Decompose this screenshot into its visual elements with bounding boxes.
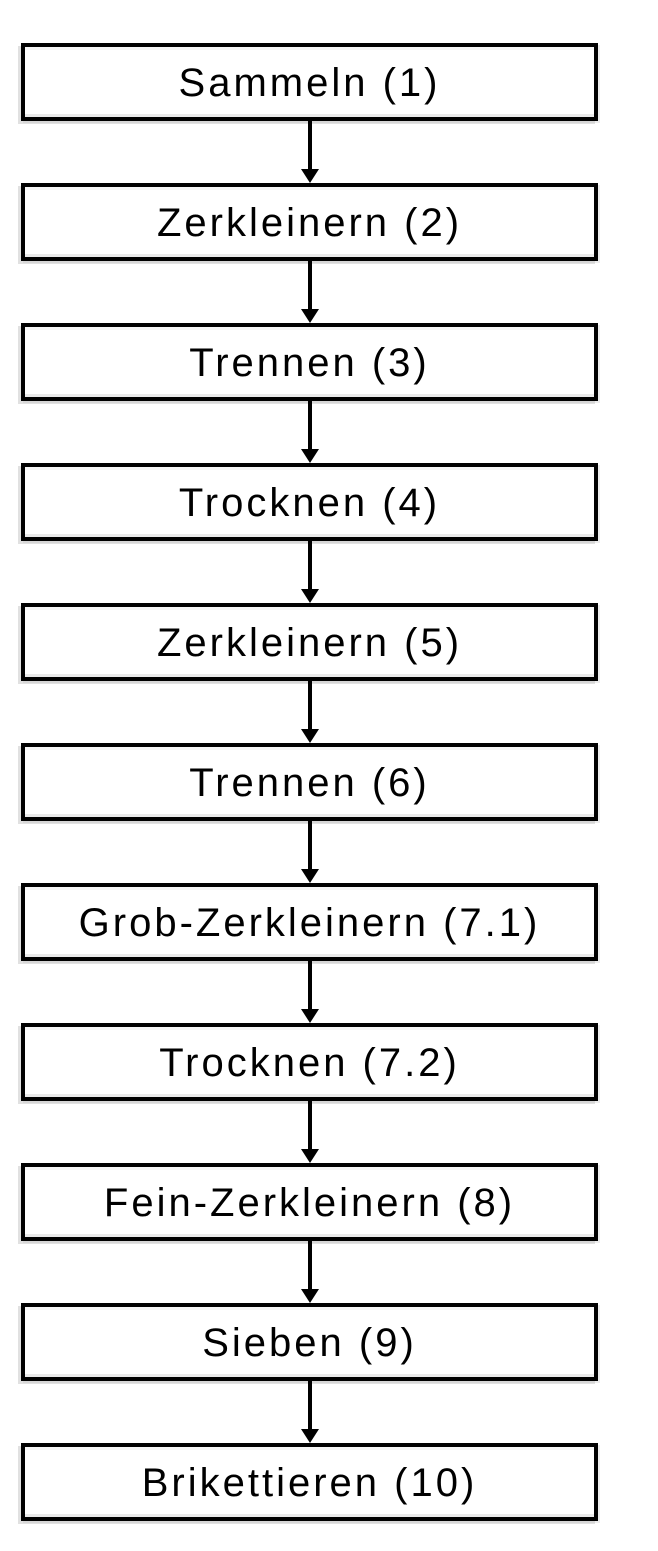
flow-step-label: Sieben (9) (202, 1320, 417, 1365)
arrow-down-icon (300, 1241, 320, 1303)
flow-step-grob-zerkleinern: Grob-Zerkleinern (7.1) (21, 883, 598, 961)
arrow-down-icon (300, 681, 320, 743)
flow-step-brikettieren: Brikettieren (10) (21, 1443, 598, 1521)
flow-step-trennen-6: Trennen (6) (21, 743, 598, 821)
flow-step-label: Trennen (6) (189, 760, 430, 805)
flow-step-trocknen-72: Trocknen (7.2) (21, 1023, 598, 1101)
arrow-down-icon (300, 541, 320, 603)
arrow-down-icon (300, 961, 320, 1023)
flow-step-label: Zerkleinern (2) (156, 200, 463, 245)
flow-step-zerkleinern-2: Zerkleinern (2) (21, 183, 598, 261)
flow-step-fein-zerkleinern: Fein-Zerkleinern (8) (21, 1163, 598, 1241)
flow-step-label: Trennen (3) (189, 340, 430, 385)
arrow-down-icon (300, 261, 320, 323)
flow-step-sieben: Sieben (9) (21, 1303, 598, 1381)
arrow-down-icon (300, 121, 320, 183)
flow-step-label: Sammeln (1) (178, 60, 441, 105)
flow-step-label: Brikettieren (10) (141, 1460, 478, 1505)
arrow-down-icon (300, 821, 320, 883)
flow-step-trocknen-4: Trocknen (4) (21, 463, 598, 541)
flow-step-label: Trocknen (4) (178, 480, 441, 525)
flow-step-label: Trocknen (7.2) (159, 1040, 460, 1085)
arrow-down-icon (300, 401, 320, 463)
arrow-down-icon (300, 1101, 320, 1163)
flow-step-sammeln: Sammeln (1) (21, 43, 598, 121)
flow-step-trennen-3: Trennen (3) (21, 323, 598, 401)
flow-step-zerkleinern-5: Zerkleinern (5) (21, 603, 598, 681)
flow-step-label: Grob-Zerkleinern (7.1) (78, 900, 541, 945)
flow-step-label: Zerkleinern (5) (156, 620, 463, 665)
flow-step-label: Fein-Zerkleinern (8) (103, 1180, 516, 1225)
arrow-down-icon (300, 1381, 320, 1443)
flow-column: Sammeln (1) Zerkleinern (2) Trennen (3) (21, 43, 598, 1521)
